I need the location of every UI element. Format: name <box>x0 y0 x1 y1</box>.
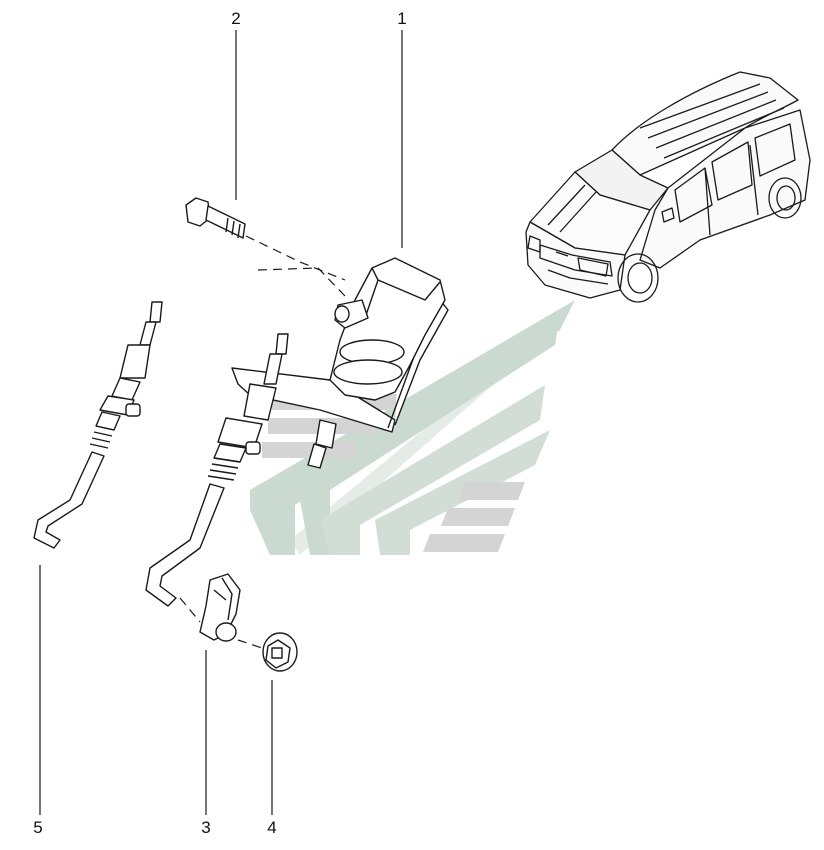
hose-bracket-clip <box>199 573 241 642</box>
callout-leaders <box>39 30 403 815</box>
bolt <box>185 197 246 239</box>
callout-2: 2 <box>231 9 240 28</box>
retaining-nut <box>262 632 298 672</box>
assembly-leader-lines <box>179 235 346 651</box>
callout-3: 3 <box>201 818 210 837</box>
vehicle-illustration <box>525 71 811 303</box>
hose-with-fitting-center <box>145 333 289 607</box>
hose-with-fitting-left <box>33 301 163 549</box>
callout-4: 4 <box>267 818 276 837</box>
callout-5: 5 <box>33 818 42 837</box>
callout-1: 1 <box>397 9 406 28</box>
